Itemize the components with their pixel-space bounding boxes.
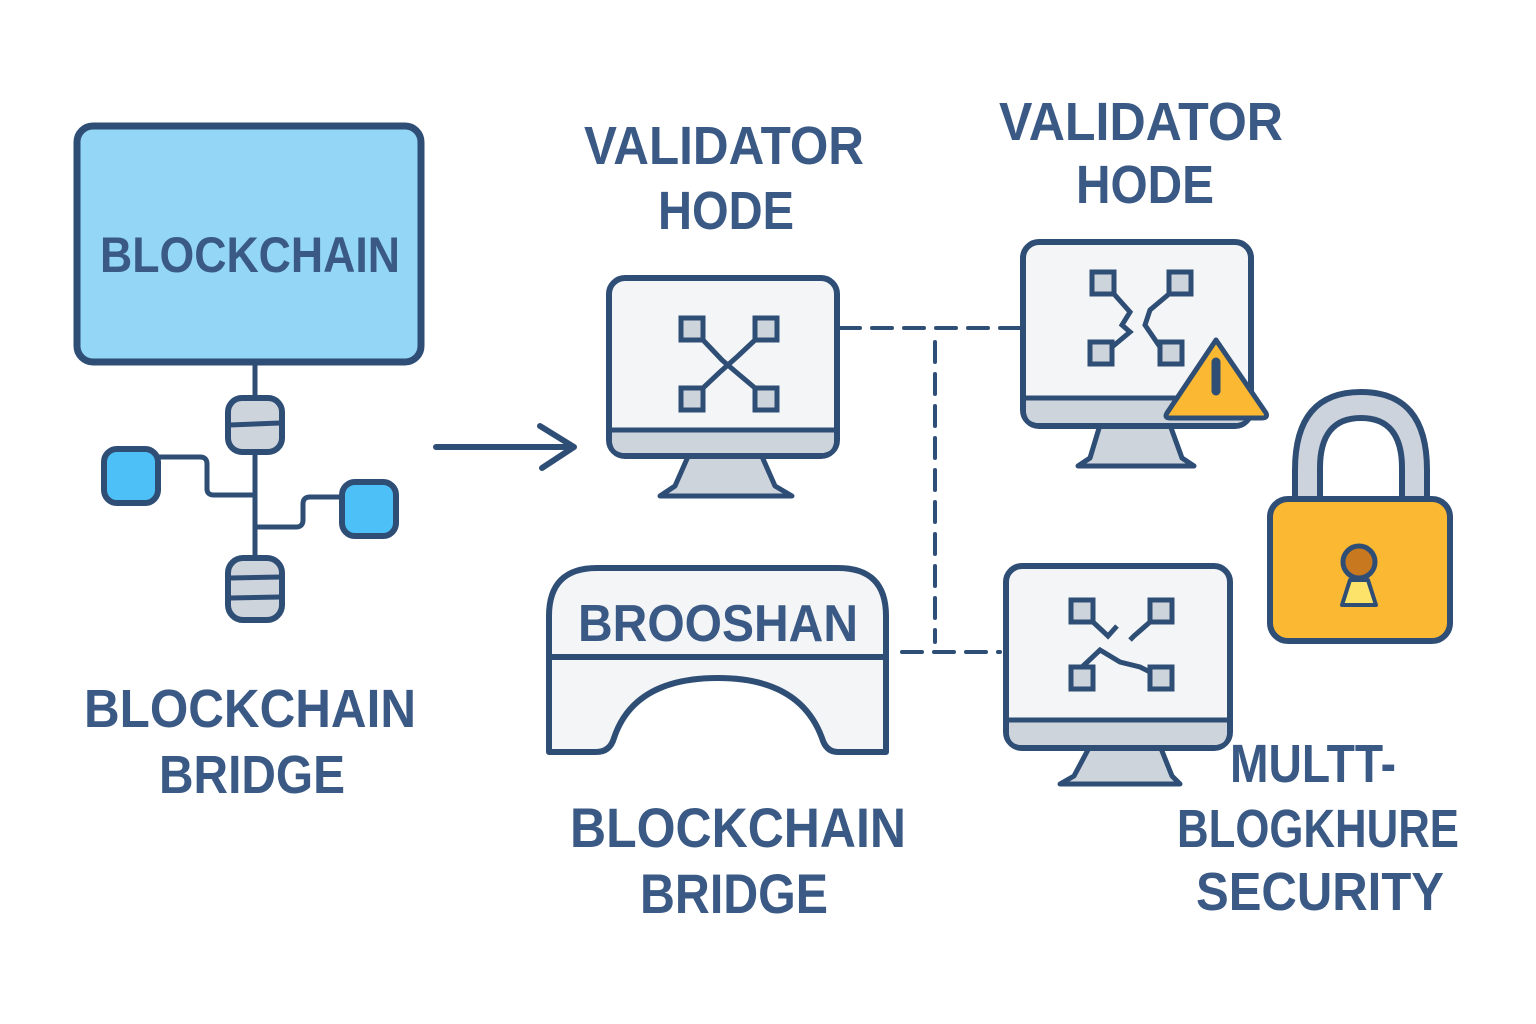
chain-node-icon (339, 479, 399, 539)
security-caption: MULTT- BLOGKHURE SECURITY (1177, 734, 1459, 922)
network-nodes-icon (678, 315, 780, 413)
validator-2-title-line2: HODE (1076, 155, 1214, 215)
chain-connectors (156, 362, 345, 560)
padlock-icon (1267, 389, 1453, 644)
validator-node-2: VALIDATOR HODE (999, 92, 1283, 469)
flow-arrow-icon (433, 423, 577, 471)
network-nodes-icon (1068, 597, 1175, 692)
blockchain-group: BLOCKCHAIN BLOCKCHAIN BRIDGE (73, 122, 425, 805)
validator-node-1: VALIDATOR HODE (584, 116, 864, 499)
validator-1-title-line1: VALIDATOR (584, 116, 864, 176)
validator-2-title-line1: VALIDATOR (999, 92, 1283, 152)
security-caption-line3: SECURITY (1196, 862, 1444, 922)
warning-icon (1163, 337, 1269, 421)
network-nodes-icon (1087, 269, 1194, 367)
dashed-connectors (838, 326, 1022, 654)
chain-node-icon (101, 446, 161, 506)
security-caption-line2: BLOGKHURE (1177, 799, 1459, 859)
keyhole-icon (1340, 543, 1378, 607)
blockchain-box[interactable] (73, 122, 425, 366)
left-caption-line1: BLOCKCHAIN (84, 679, 416, 739)
chain-block-icon (225, 555, 285, 623)
bridge-caption-line1: BLOCKCHAIN (570, 796, 906, 859)
monitor-icon[interactable] (606, 275, 840, 499)
validator-1-title-line2: HODE (658, 181, 794, 241)
chain-block-icon (225, 395, 285, 455)
blockchain-box-label: BLOCKCHAIN (100, 227, 400, 283)
security-caption-line1: MULTT- (1230, 734, 1396, 794)
left-caption-line2: BRIDGE (159, 745, 345, 805)
bridge-box-label: BROOSHAN (578, 595, 858, 653)
bridge-group: BROOSHAN BLOCKCHAIN BRIDGE (546, 565, 906, 925)
bridge-caption-line2: BRIDGE (640, 862, 828, 925)
validator-node-3 (1003, 563, 1233, 787)
monitor-icon[interactable] (1003, 563, 1233, 787)
